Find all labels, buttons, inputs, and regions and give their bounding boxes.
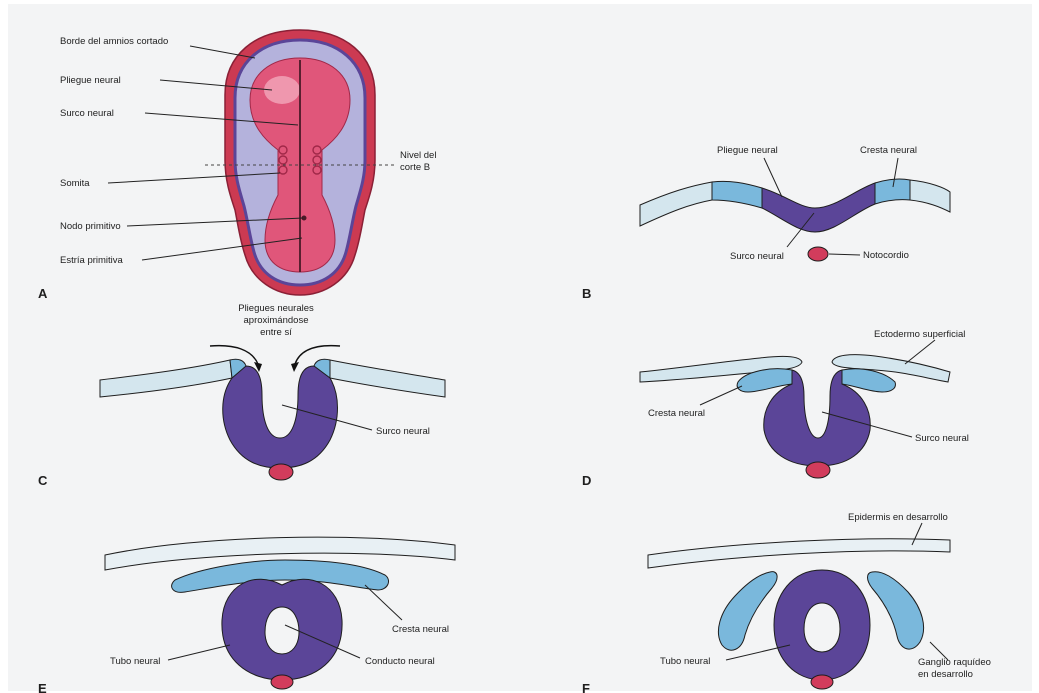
label-cut-level-1: Nivel del: [400, 150, 436, 161]
label-folds-3: entre sí: [260, 327, 292, 338]
label-neural-fold-a: Pliegue neural: [60, 75, 121, 86]
label-amnion-edge: Borde del amnios cortado: [60, 36, 168, 47]
panel-letter-d: D: [582, 473, 591, 488]
label-neural-fold-b: Pliegue neural: [717, 145, 778, 156]
notochord-c: [269, 464, 293, 480]
label-epidermis: Epidermis en desarrollo: [848, 512, 948, 523]
label-neural-crest-e: Cresta neural: [392, 624, 449, 635]
label-neural-groove-a: Surco neural: [60, 108, 114, 119]
label-primitive-node: Nodo primitivo: [60, 221, 121, 232]
notochord-d: [806, 462, 830, 478]
notochord-e: [271, 675, 293, 689]
panel-letter-b: B: [582, 286, 591, 301]
label-somite: Somita: [60, 178, 90, 189]
label-neural-groove-d: Surco neural: [915, 433, 969, 444]
label-neural-tube-f: Tubo neural: [660, 656, 710, 667]
label-notochord: Notocordio: [863, 250, 909, 261]
label-cut-level-2: corte B: [400, 162, 430, 173]
label-folds-1: Pliegues neurales: [238, 303, 314, 314]
label-surface-ectoderm: Ectodermo superficial: [874, 329, 965, 340]
label-neural-tube-e: Tubo neural: [110, 656, 160, 667]
label-neural-groove-b: Surco neural: [730, 251, 784, 262]
panel-letter-e: E: [38, 681, 47, 693]
notochord-f: [811, 675, 833, 689]
label-primitive-streak: Estría primitiva: [60, 255, 124, 266]
panel-letter-f: F: [582, 681, 590, 693]
panel-letter-a: A: [38, 286, 48, 301]
label-neural-groove-c: Surco neural: [376, 426, 430, 437]
panel-letter-c: C: [38, 473, 48, 488]
label-folds-2: aproximándose: [244, 315, 309, 326]
label-neural-canal: Conducto neural: [365, 656, 435, 667]
label-neural-crest-b: Cresta neural: [860, 145, 917, 156]
label-ganglion-1: Ganglio raquídeo: [918, 657, 991, 668]
notochord-b: [808, 247, 828, 261]
label-ganglion-2: en desarrollo: [918, 669, 973, 680]
label-neural-crest-d: Cresta neural: [648, 408, 705, 419]
